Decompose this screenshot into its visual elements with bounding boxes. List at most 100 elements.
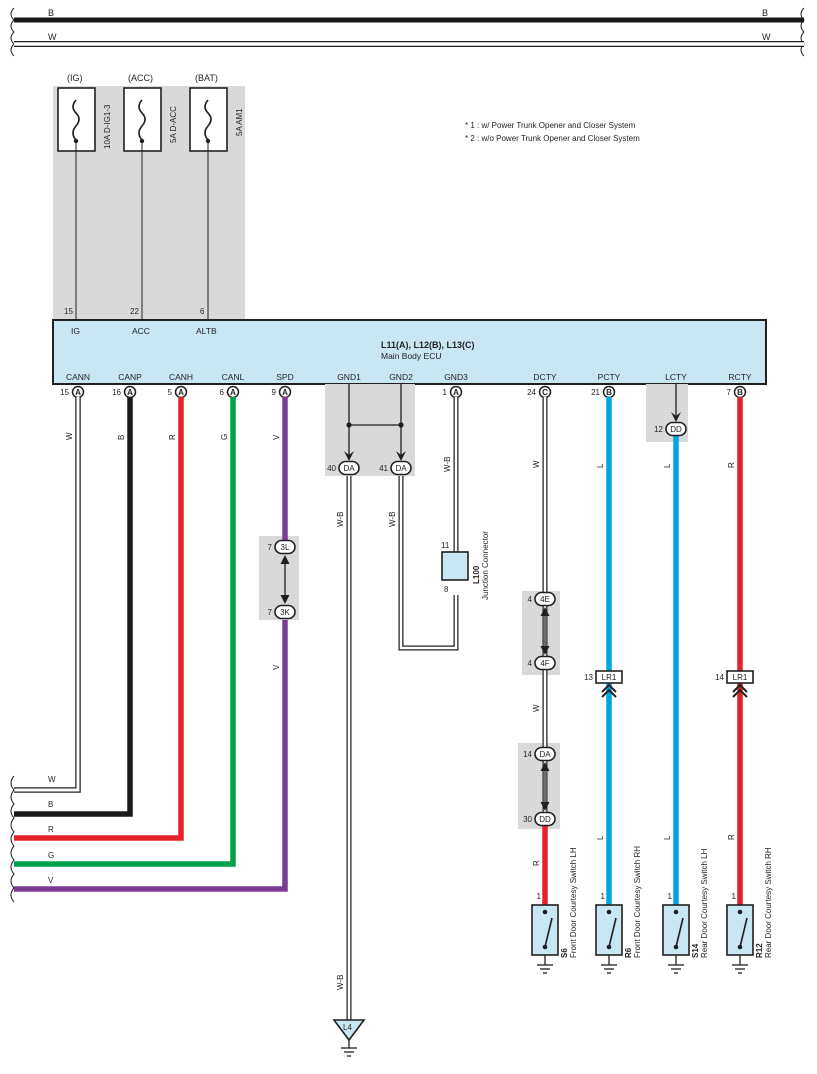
ecu-pin-altb: 6 bbox=[200, 307, 205, 316]
wire-label-gnd1: W-B bbox=[336, 512, 345, 527]
connector-arrow-dd12 bbox=[671, 412, 681, 422]
ecu-pin-number-cann: 15 bbox=[60, 388, 69, 397]
ecu-pin-label-gnd1: GND1 bbox=[337, 372, 361, 382]
connector-chevron-lr1_rcty-2 bbox=[732, 688, 748, 698]
wire-label-pcty-2: L bbox=[596, 835, 605, 840]
wire-label-dcty-2: W bbox=[532, 704, 541, 712]
ecu-pin-label-dcty: DCTY bbox=[533, 372, 556, 382]
connector-3l bbox=[274, 539, 296, 555]
top-bus: B B W W bbox=[10, 7, 805, 57]
connector-name-3l: 3L bbox=[281, 543, 290, 552]
connector-name-4f: 4F bbox=[540, 659, 549, 668]
ground-l4: L4 bbox=[332, 1019, 366, 1057]
bundle-label-g: G bbox=[48, 851, 54, 860]
connector-3k bbox=[274, 604, 296, 620]
ecu-pin-conn-cann: A bbox=[75, 388, 81, 397]
ecu-terminal-ig: IG bbox=[71, 326, 80, 336]
switch-blade bbox=[739, 917, 748, 948]
connector-pin-4e: 4 bbox=[528, 595, 533, 604]
ecu-pin-number-dcty: 24 bbox=[527, 388, 536, 397]
fuse-acc: (ACC) 5A D-ACC 22 bbox=[123, 73, 178, 320]
junction-connector: 11 8 L100 Junction Connector bbox=[441, 531, 490, 600]
wire-label-l4: W-B bbox=[336, 975, 345, 990]
connector-name-lr1_pcty: LR1 bbox=[602, 673, 617, 682]
ecu-pin-conn-canh: A bbox=[178, 388, 184, 397]
connector-pin-dd12: 12 bbox=[654, 425, 663, 434]
ecu-pin-label-canl: CANL bbox=[222, 372, 245, 382]
bus-label-b-right: B bbox=[762, 8, 768, 18]
connector-arrow-da41 bbox=[396, 451, 406, 461]
junction-code: L100 bbox=[472, 565, 481, 584]
wire-label-canl: G bbox=[220, 434, 229, 440]
switch-name: Front Door Courtesy Switch RH bbox=[633, 846, 642, 958]
connector-chevron-lr1_rcty-1 bbox=[732, 683, 748, 693]
fuse-bat: (BAT) 5A AM1 6 bbox=[189, 73, 244, 320]
switch-contact-top bbox=[542, 909, 548, 915]
ecu-pin-ig: 15 bbox=[64, 307, 73, 316]
connector-name-da40: DA bbox=[343, 464, 355, 473]
connector-name-3k: 3K bbox=[280, 608, 290, 617]
ecu-pin-conn-rcty: B bbox=[737, 388, 743, 397]
ecu-pin-label-spd: SPD bbox=[276, 372, 293, 382]
ecu-pin-label-gnd3: GND3 bbox=[444, 372, 468, 382]
bundle-label-w: W bbox=[48, 775, 56, 784]
wire-label-canp: B bbox=[117, 435, 126, 440]
ecu-terminal-altb: ALTB bbox=[196, 326, 217, 336]
connector-dd30 bbox=[534, 811, 556, 827]
wire-label-gnd2: W-B bbox=[388, 512, 397, 527]
fuse-name-bat: 5A AM1 bbox=[235, 108, 244, 136]
bus-label-w-right: W bbox=[762, 32, 771, 42]
splice-arrow-up-0 bbox=[280, 555, 290, 564]
ecu-pin-label-pcty: PCTY bbox=[598, 372, 621, 382]
connector-name-dd12: DD bbox=[670, 425, 682, 434]
note-2: * 2 : w/o Power Trunk Opener and Closer … bbox=[465, 134, 640, 143]
ecu-pin-label-canh: CANH bbox=[169, 372, 193, 382]
connector-pin-3l: 7 bbox=[268, 543, 273, 552]
gnd-splice-area bbox=[325, 384, 415, 476]
switch-contact-top bbox=[606, 909, 612, 915]
connector-name-da41: DA bbox=[395, 464, 407, 473]
connector-da40 bbox=[338, 460, 360, 476]
fuse-supply-acc: (ACC) bbox=[128, 73, 153, 83]
splice-arrow-up-2 bbox=[540, 762, 550, 771]
ecu-pin-number-gnd3: 1 bbox=[443, 388, 448, 397]
ecu-pin-number-canl: 6 bbox=[220, 388, 225, 397]
splice-arrow-down-0 bbox=[280, 595, 290, 604]
fuse-name-acc: 5A D-ACC bbox=[169, 106, 178, 143]
ecu-pin-conn-gnd3: A bbox=[453, 388, 459, 397]
switch-contact-top bbox=[673, 909, 679, 915]
wires bbox=[10, 384, 743, 1020]
switch-pin: 1 bbox=[601, 892, 606, 901]
switch-code: R6 bbox=[624, 947, 633, 958]
wire-label-pcty: L bbox=[596, 463, 605, 468]
ecu-pin-acc: 22 bbox=[130, 307, 139, 316]
ecu-pin-label-canp: CANP bbox=[118, 372, 142, 382]
connector-pin-lr1_rcty: 14 bbox=[715, 673, 724, 682]
ecu-pin-number-pcty: 21 bbox=[591, 388, 600, 397]
connector-dd12 bbox=[665, 421, 687, 437]
junction-pin-out: 8 bbox=[444, 585, 449, 594]
switch-blade bbox=[544, 917, 553, 948]
ecu-pin-label-lcty: LCTY bbox=[665, 372, 687, 382]
switch-pin: 1 bbox=[732, 892, 737, 901]
connector-da14 bbox=[534, 746, 556, 762]
wire-label-lcty: L bbox=[663, 463, 672, 468]
wire-label-lcty-2: L bbox=[663, 835, 672, 840]
connector-pin-4f: 4 bbox=[528, 659, 533, 668]
switch-code: S14 bbox=[691, 943, 700, 958]
ground-label: L4 bbox=[343, 1023, 352, 1032]
ecu-pin-label-gnd2: GND2 bbox=[389, 372, 413, 382]
wire-label-canh: R bbox=[168, 434, 177, 440]
connector-pin-da40: 40 bbox=[327, 464, 336, 473]
switch-pin: 1 bbox=[668, 892, 673, 901]
ecu-pin-conn-pcty: B bbox=[606, 388, 612, 397]
switch-body bbox=[726, 904, 754, 956]
junction-name: Junction Connector bbox=[481, 531, 490, 600]
note-1: * 1 : w/ Power Trunk Opener and Closer S… bbox=[465, 121, 636, 130]
connector-chevron-lr1_pcty-2 bbox=[601, 688, 617, 698]
switch-name: Front Door Courtesy Switch LH bbox=[569, 847, 578, 958]
main-body-ecu: IG ACC ALTB L11(A), L12(B), L13(C) Main … bbox=[52, 319, 767, 399]
wire-label-gnd3: W-B bbox=[443, 457, 452, 472]
